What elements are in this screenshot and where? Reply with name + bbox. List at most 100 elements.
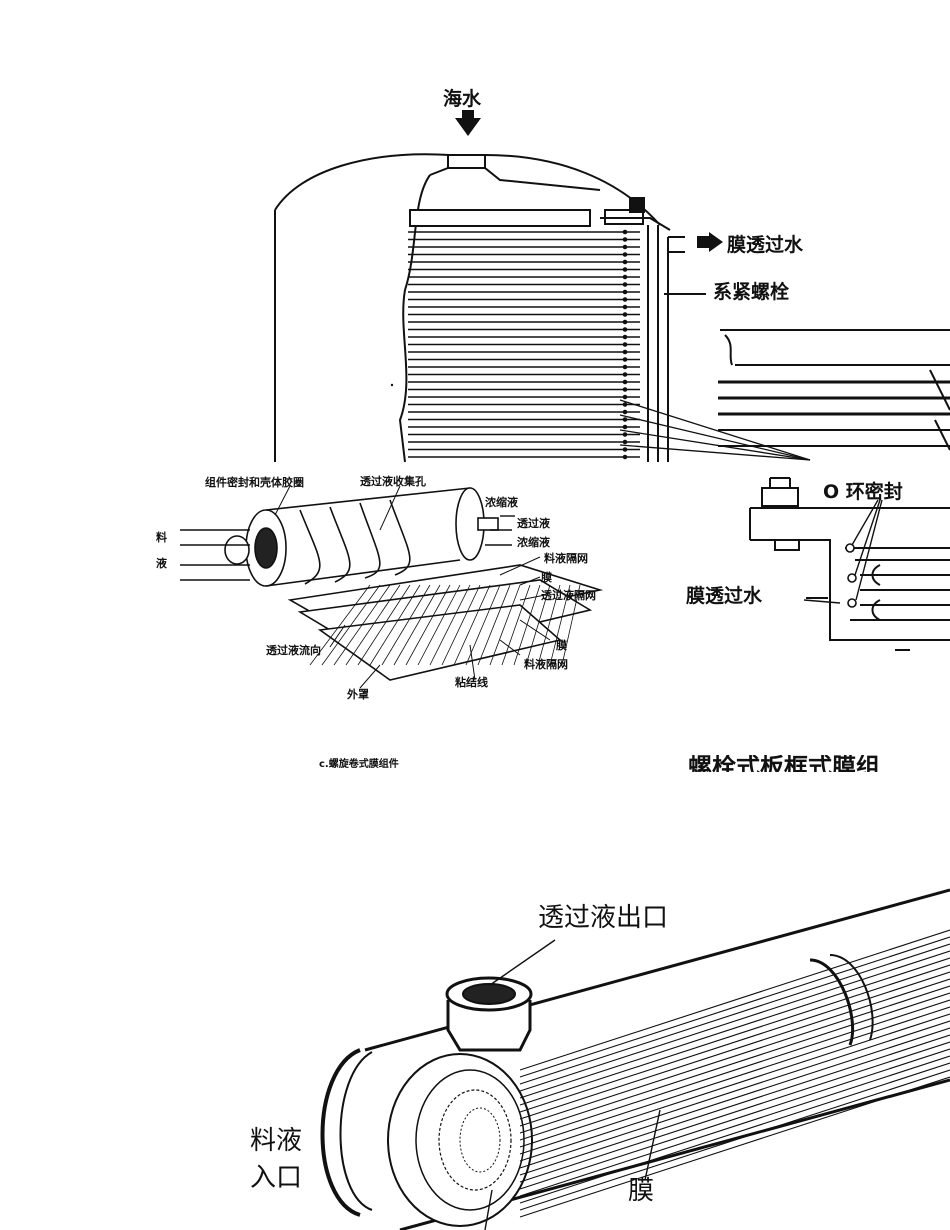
seal-label: 组件密封和壳体胶圈: [205, 476, 304, 489]
plate-frame-detail: [749, 477, 950, 651]
tube-membrane-line: [519, 971, 950, 1113]
permeate-arrow-head: [709, 232, 723, 252]
plate-port-dot: [622, 432, 628, 437]
plate-port-dot: [622, 402, 628, 407]
tube-membrane-line: [519, 1013, 950, 1155]
plate-port-dot: [622, 409, 628, 415]
feed-inlet-label-1: 料液: [250, 1126, 303, 1156]
tube-membrane-line: [519, 992, 950, 1134]
spacer-mesh-line: [321, 584, 381, 666]
tube-membrane-line: [519, 1069, 950, 1211]
plate-port-dot: [622, 289, 628, 295]
spacer-mesh-line: [357, 584, 411, 666]
plate-port-dot: [622, 424, 628, 430]
tube-membrane-line: [519, 1006, 950, 1148]
spacer-mesh-line: [441, 584, 481, 666]
spacer-mesh-line: [465, 584, 501, 666]
spacer-mesh-line: [381, 584, 431, 666]
plate-port-dot: [622, 372, 628, 377]
plate-port-dot: [622, 304, 628, 310]
plate-port-dot: [622, 379, 628, 385]
glue-line-label: 粘结线: [455, 676, 488, 689]
concentrate-label-2: 浓缩液: [517, 536, 550, 549]
spacer-mesh-line: [549, 584, 571, 666]
spacer-mesh-line: [333, 584, 391, 666]
flow-direction-label: 透过液流向: [266, 644, 321, 657]
spacer-mesh-line: [429, 584, 471, 666]
spacer-mesh-line: [369, 584, 421, 666]
plate-port-dot: [622, 312, 628, 317]
plate-port-dot: [622, 394, 628, 400]
feed-inlet-label-2: 入口: [250, 1163, 303, 1193]
plate-port-dot: [622, 447, 628, 452]
plate-port-dot: [622, 349, 628, 355]
plate-port-dot: [622, 282, 628, 287]
tube-membrane-line: [519, 1062, 950, 1204]
tube-membrane-line: [519, 1027, 950, 1169]
plate-port-dot: [622, 319, 628, 325]
plate-port-dot: [622, 252, 628, 257]
tie-bolt-leader: [664, 293, 706, 295]
plate-port-dot: [622, 259, 628, 265]
permeate-label: 透过液: [517, 517, 550, 530]
tube-membrane-line: [519, 936, 950, 1078]
tube-membrane-line: [519, 964, 950, 1106]
tube-membrane-line: [519, 1048, 950, 1190]
tube-membrane-line: [519, 978, 950, 1120]
spacer-mesh-line: [345, 584, 401, 666]
plate-port-dot: [622, 229, 628, 235]
tube-membrane-line: [519, 943, 950, 1085]
o-ring-label: O 环密封: [823, 481, 903, 503]
plate-port-dot: [622, 417, 628, 422]
permeate-out-label: 膜透过水: [727, 234, 804, 256]
seawater-label: 海水: [443, 88, 482, 110]
spiral-module-drawing: [180, 485, 604, 689]
plate-port-dot: [622, 267, 628, 272]
spacer-mesh-line: [405, 584, 451, 666]
plate-port-dot: [622, 327, 628, 332]
spacer-mesh-line: [417, 584, 461, 666]
plate-port-dot: [622, 454, 628, 460]
tube-membrane-line: [519, 1020, 950, 1162]
feed-char-1: 料: [156, 531, 167, 544]
plate-port-dot: [622, 387, 628, 392]
tube-membrane-line: [519, 1055, 950, 1197]
outer-cover-label: 外罩: [347, 688, 369, 701]
seawater-arrow-icon: [455, 118, 481, 136]
spacer-mesh-line: [453, 584, 491, 666]
plate-port-dot: [622, 364, 628, 370]
plate-port-dot: [622, 274, 628, 280]
permeate-out-arrow-icon: [806, 597, 828, 599]
plate-port-dot: [622, 439, 628, 445]
spacer-mesh-line: [309, 584, 371, 666]
tube-membrane-line: [519, 1034, 950, 1176]
tie-bolt-label: 系紧螺栓: [713, 281, 790, 303]
spacer-mesh-line: [561, 584, 581, 666]
tube-membrane-line: [519, 985, 950, 1127]
tube-membrane-line: [519, 957, 950, 1099]
tube-membrane-line: [519, 1076, 950, 1218]
plate-port-dot: [622, 357, 628, 362]
seawater-arrow-stem: [462, 110, 474, 120]
membrane-label-2: 膜: [556, 639, 567, 652]
tube-membrane-line: [519, 1041, 950, 1183]
permeate-arrow-icon: [697, 236, 709, 248]
membrane-label: 膜: [541, 571, 552, 584]
collect-hole-label: 透过液收集孔: [360, 475, 426, 488]
tube-membrane-line: [519, 950, 950, 1092]
tube-membrane-line: [519, 999, 950, 1141]
feed-spacer-label: 料液隔网: [544, 552, 588, 565]
feed-char-2: 液: [156, 557, 167, 570]
spacer-mesh-line: [525, 584, 551, 666]
feed-spacer-label-2: 料液隔网: [524, 658, 568, 671]
tube-membrane-line: [519, 929, 950, 1071]
plate-port-dot: [622, 342, 628, 347]
concentrate-label: 浓缩液: [485, 496, 518, 509]
plate-port-dot: [622, 244, 628, 250]
plate-port-dot: [622, 237, 628, 242]
spacer-mesh-line: [501, 584, 531, 666]
plate-frame-caption: 螺栓式板框式膜组: [688, 755, 880, 772]
plate-port-dot: [622, 334, 628, 340]
plate-port-dot: [622, 297, 628, 302]
